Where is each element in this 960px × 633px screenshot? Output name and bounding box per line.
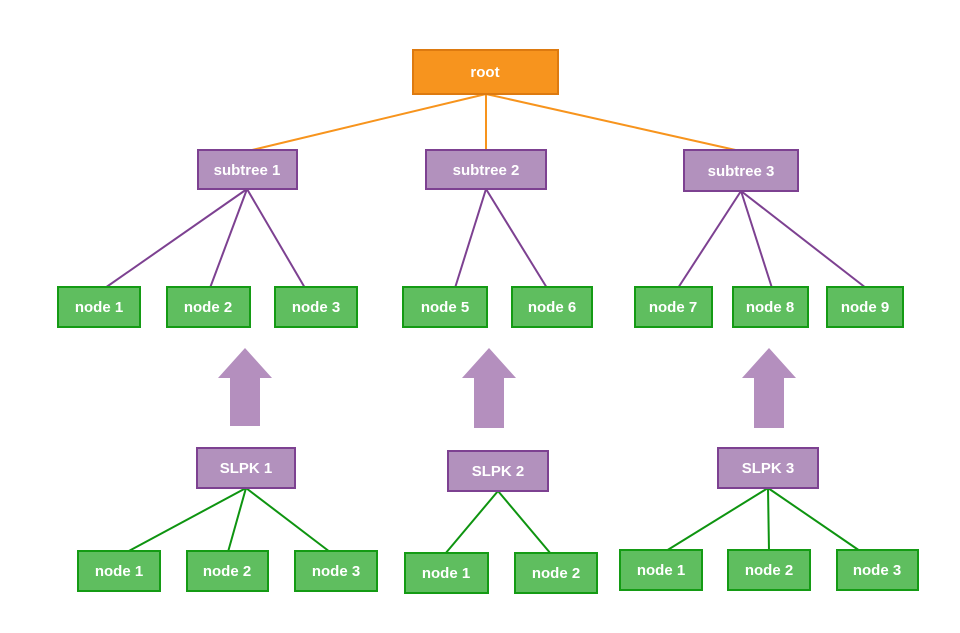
slpk-3-label: SLPK 3 xyxy=(742,460,795,477)
up-arrows xyxy=(218,348,796,428)
root-box xyxy=(412,49,559,95)
node-8-label: node 8 xyxy=(746,299,794,316)
edge-slpk1-node1 xyxy=(126,487,247,553)
node-1-box xyxy=(57,286,141,328)
subtree-3-children: node 7 node 8 node 9 xyxy=(634,286,904,328)
slpk-1-label: SLPK 1 xyxy=(220,460,273,477)
slpk-to-node-edges xyxy=(126,487,861,555)
node-6-box xyxy=(511,286,593,328)
slpk-3-box xyxy=(717,447,819,489)
slpk1-node-3-box xyxy=(294,550,378,592)
up-arrow-2 xyxy=(462,348,516,428)
edge-subtree3-node8 xyxy=(740,190,773,289)
node-8-box xyxy=(732,286,809,328)
node-5-box xyxy=(402,286,488,328)
edge-root-subtree-3 xyxy=(485,93,741,152)
edge-subtree2-node5 xyxy=(454,188,487,289)
node-5-label: node 5 xyxy=(421,299,469,316)
edge-subtree2-node6 xyxy=(485,188,548,289)
slpk3-node-2-box xyxy=(727,549,811,591)
slpk-2: SLPK 2 xyxy=(447,450,549,492)
node-1-label: node 1 xyxy=(75,299,123,316)
edge-slpk2-node1 xyxy=(444,490,499,555)
edge-slpk2-node2 xyxy=(497,490,552,555)
slpk3-node-2-label: node 2 xyxy=(745,562,793,579)
subtree-3-label: subtree 3 xyxy=(708,163,775,180)
subtree-2-box xyxy=(425,149,547,190)
slpk1-node-1-box xyxy=(77,550,161,592)
slpk2-node-2-box xyxy=(514,552,598,594)
subtree-3-box xyxy=(683,149,799,192)
edge-subtree1-node1 xyxy=(104,188,248,289)
subtree-1-label: subtree 1 xyxy=(214,162,281,179)
slpk-2-box xyxy=(447,450,549,492)
slpk-1-box xyxy=(196,447,296,489)
slpk3-node-3-box xyxy=(836,549,919,591)
slpk3-node-1-label: node 1 xyxy=(637,562,685,579)
slpk-1: SLPK 1 xyxy=(196,447,296,489)
subtree-3: subtree 3 xyxy=(683,149,799,192)
node-6-label: node 6 xyxy=(528,299,576,316)
slpk1-node-2-box xyxy=(186,550,269,592)
node-2-box xyxy=(166,286,251,328)
edge-subtree1-node2 xyxy=(209,188,248,289)
slpk3-node-1-box xyxy=(619,549,703,591)
slpk3-node-3-label: node 3 xyxy=(853,562,901,579)
subtree-to-node-edges xyxy=(104,188,867,289)
slpk2-node-1-label: node 1 xyxy=(422,565,470,582)
edge-subtree3-node7 xyxy=(677,190,742,289)
subtree-1-children: node 1 node 2 node 3 xyxy=(57,286,358,328)
slpk1-node-2-label: node 2 xyxy=(203,563,251,580)
edge-root-subtree-1 xyxy=(247,93,487,152)
slpk-2-label: SLPK 2 xyxy=(472,463,525,480)
edge-slpk3-node1 xyxy=(665,487,769,552)
slpk-3-children: node 1 node 2 node 3 xyxy=(619,549,919,591)
slpk-3: SLPK 3 xyxy=(717,447,819,489)
edge-slpk3-node2 xyxy=(767,487,770,552)
slpk1-node-3-label: node 3 xyxy=(312,563,360,580)
subtree-1: subtree 1 xyxy=(197,149,298,190)
node-7-label: node 7 xyxy=(649,299,697,316)
subtree-2: subtree 2 xyxy=(425,149,547,190)
node-7-box xyxy=(634,286,713,328)
subtree-2-children: node 5 node 6 xyxy=(402,286,593,328)
edge-subtree1-node3 xyxy=(246,188,306,289)
root-label: root xyxy=(470,64,499,81)
node-3-label: node 3 xyxy=(292,299,340,316)
slpk2-node-2-label: node 2 xyxy=(532,565,580,582)
subtree-1-box xyxy=(197,149,298,190)
root-node: root xyxy=(412,49,559,95)
slpk-1-children: node 1 node 2 node 3 xyxy=(77,550,378,592)
slpk2-node-1-box xyxy=(404,552,489,594)
root-to-subtree-edges xyxy=(247,93,741,152)
up-arrow-1 xyxy=(218,348,272,426)
slpk1-node-1-label: node 1 xyxy=(95,563,143,580)
slpk-2-children: node 1 node 2 xyxy=(404,552,598,594)
node-9-label: node 9 xyxy=(841,299,889,316)
up-arrow-3 xyxy=(742,348,796,428)
subtree-2-label: subtree 2 xyxy=(453,162,520,179)
node-9-box xyxy=(826,286,904,328)
edge-subtree3-node9 xyxy=(740,190,867,289)
node-2-label: node 2 xyxy=(184,299,232,316)
edge-slpk3-node3 xyxy=(767,487,861,552)
edge-slpk1-node2 xyxy=(227,487,247,553)
node-3-box xyxy=(274,286,358,328)
edge-slpk1-node3 xyxy=(245,487,331,553)
